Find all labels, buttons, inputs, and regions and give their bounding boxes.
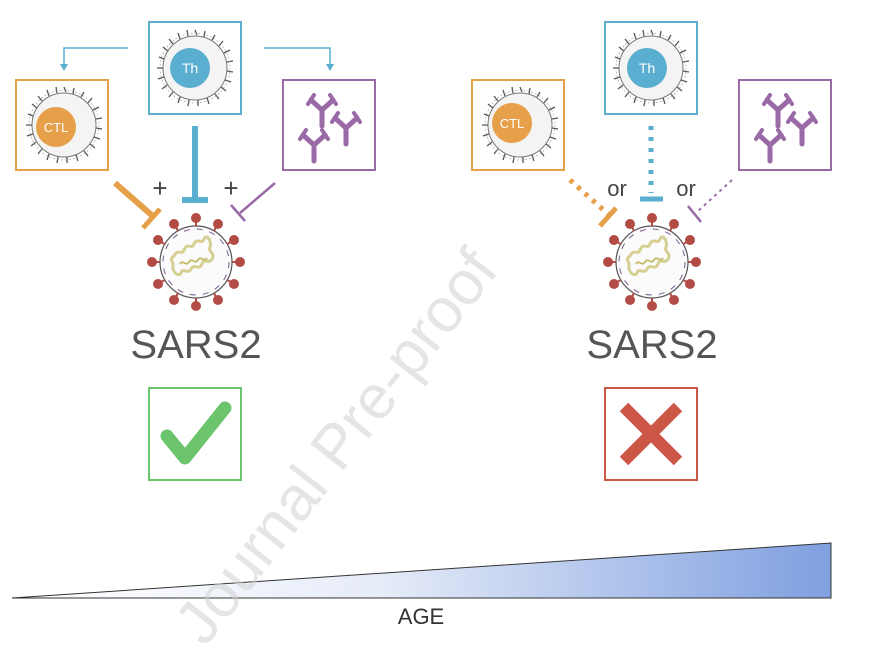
- right-ctl-cell-box: CTL: [471, 79, 565, 171]
- left-operator-1: +: [152, 173, 167, 203]
- right-virus-icon: [601, 211, 703, 313]
- left-ctl-cell-box: CTL: [15, 79, 109, 171]
- right-th-label: Th: [639, 60, 655, 76]
- age-axis: AGE: [11, 542, 832, 629]
- left-operator-2: +: [223, 173, 238, 203]
- age-gradient-wedge: [11, 542, 832, 599]
- check-mark-icon: [148, 387, 242, 481]
- right-th-cell-box: Th: [604, 21, 698, 115]
- left-ctl-label: CTL: [44, 120, 69, 135]
- arrow-head-icon: [60, 64, 68, 71]
- left-virus-icon: [145, 211, 247, 313]
- left-th-cell-box: Th: [148, 21, 242, 115]
- left-antibody-box: [282, 79, 376, 171]
- left-th-label: Th: [182, 60, 198, 76]
- right-panel: Th CTL or or SARS2: [471, 21, 832, 481]
- right-ctl-label: CTL: [500, 116, 525, 131]
- right-antibody-box: [738, 79, 832, 171]
- right-operator-1: or: [607, 176, 627, 201]
- right-virus-label: SARS2: [586, 323, 717, 367]
- cross-mark-icon: [604, 387, 698, 481]
- age-axis-label: AGE: [398, 604, 444, 629]
- left-panel: Th CTL + + SARS2: [15, 21, 376, 481]
- right-operator-2: or: [676, 176, 696, 201]
- arrow-head-icon: [326, 64, 334, 71]
- left-virus-label: SARS2: [130, 323, 261, 367]
